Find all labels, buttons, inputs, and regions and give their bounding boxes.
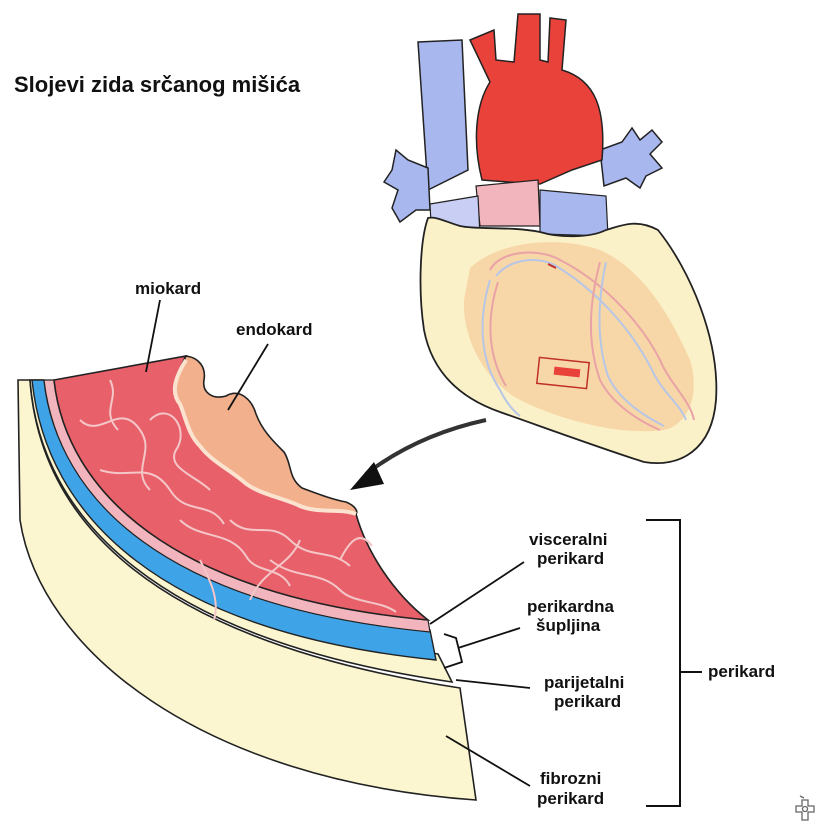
zoom-arrow — [350, 420, 486, 490]
label-fibrozni-1: fibrozni — [540, 769, 601, 788]
heart-illustration — [384, 14, 716, 463]
label-perikard: perikard — [708, 662, 775, 681]
left-atrium — [476, 180, 540, 226]
aorta — [470, 14, 603, 184]
leader-parijetalni — [456, 680, 530, 688]
leader-visceralni — [430, 562, 524, 624]
bracket-cavity — [444, 634, 462, 668]
pulmonary-vein-left — [384, 150, 430, 222]
label-perikardna-1: perikardna — [527, 597, 614, 616]
logo-icon — [796, 796, 814, 820]
label-parijetalni-2: perikard — [554, 692, 621, 711]
leader-perikardna — [458, 628, 520, 648]
diagram-title: Slojevi zida srčanog mišića — [14, 72, 301, 97]
label-fibrozni-2: perikard — [537, 789, 604, 808]
label-parijetalni-1: parijetalni — [544, 673, 624, 692]
label-perikardna-2: šupljina — [536, 616, 601, 635]
label-miokard: miokard — [135, 279, 201, 298]
perikard-bracket — [646, 520, 680, 806]
right-atrium — [540, 190, 608, 236]
label-endokard: endokard — [236, 320, 313, 339]
pulmonary-artery-right — [600, 128, 662, 188]
label-visceralni-2: perikard — [537, 549, 604, 568]
label-visceralni-1: visceralni — [529, 530, 607, 549]
wall-section — [18, 356, 476, 800]
